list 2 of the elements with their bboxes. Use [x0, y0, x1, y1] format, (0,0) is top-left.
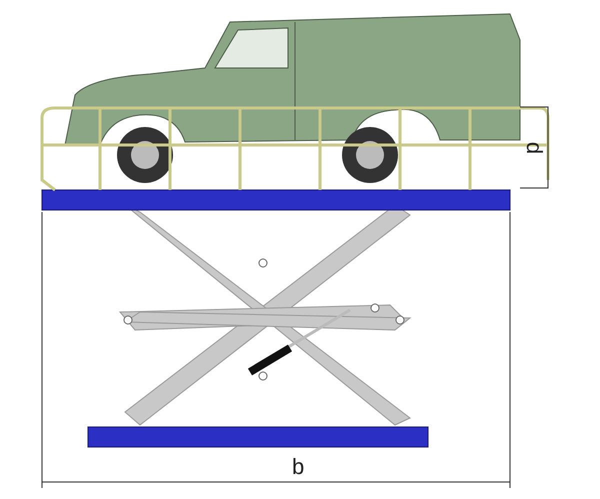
dimension-label: d [523, 142, 546, 154]
dimension-label: b [292, 456, 304, 478]
